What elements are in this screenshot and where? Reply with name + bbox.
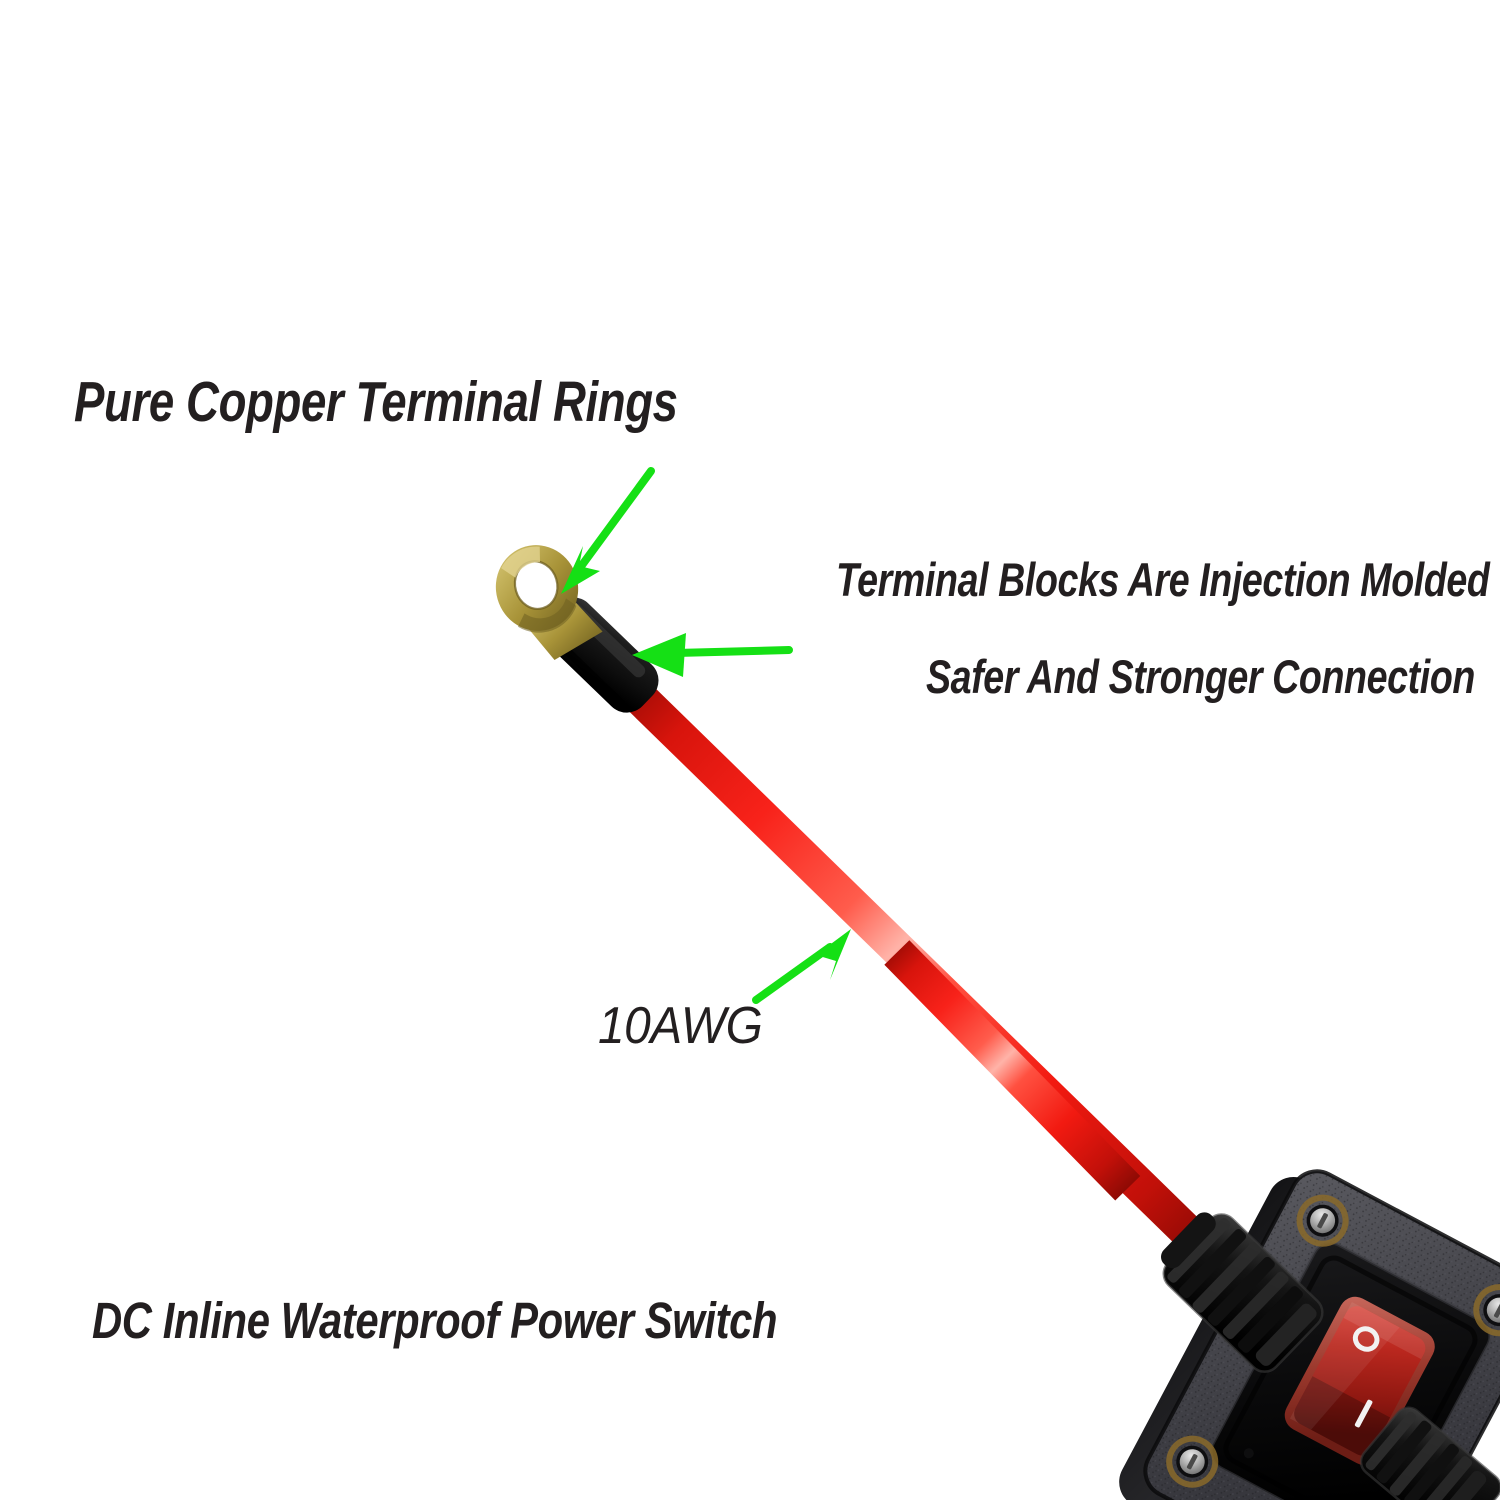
rocker-switch[interactable] [1279, 1291, 1440, 1471]
housing-screw-bottom-left [1166, 1435, 1219, 1488]
housing-screw-top-left [1296, 1194, 1349, 1247]
arrow-to-wire-icon [752, 929, 851, 1004]
rocker-on-marking [1354, 1399, 1373, 1428]
ring-terminal-assembly [495, 545, 659, 713]
arrow-to-terminal-block-icon [632, 633, 793, 677]
housing-screw-top-right [1473, 1284, 1500, 1337]
callout-pure-copper-terminal-rings: Pure Copper Terminal Rings [74, 370, 678, 434]
arrow-to-terminal-ring-icon [561, 467, 655, 594]
rocker-off-marking [1352, 1326, 1380, 1352]
callout-terminal-blocks-injection-molded: Terminal Blocks Are Injection Molded [836, 553, 1490, 606]
callout-product-name: DC Inline Waterproof Power Switch [92, 1292, 778, 1349]
cable-gland-input [1160, 1212, 1324, 1373]
copper-ring-terminal [495, 545, 603, 660]
callout-safer-stronger-connection: Safer And Stronger Connection [926, 650, 1475, 703]
callout-wire-gauge: 10AWG [598, 997, 763, 1055]
